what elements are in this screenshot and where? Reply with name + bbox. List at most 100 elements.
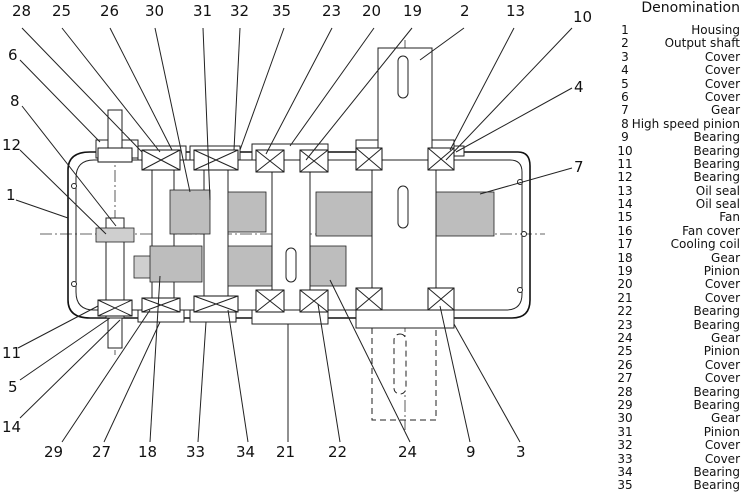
pinion-25 [149,245,203,283]
legend-item-name: Cover [704,49,740,64]
gear-30 [169,189,211,235]
legend-item-name: Gear [711,411,740,426]
legend-item-number: 17 [617,237,633,252]
housing-outline [67,151,531,319]
legend-item-number: 10 [617,143,633,158]
pinion-19-shaft [271,159,311,311]
legend-item-number: 22 [617,304,633,319]
legend-item-number: 4 [621,63,629,78]
callout-1: 1 [6,186,16,204]
callout-6: 6 [8,46,18,64]
legend-item-number: 23 [617,317,633,332]
legend-item-name: Cover [704,76,740,91]
legend-item-name: Bearing [693,156,740,171]
legend-item-number: 12 [617,170,633,185]
callout-26: 26 [100,2,119,20]
legend-item: 7 Gear [616,103,740,118]
legend-item-name: Bearing [693,304,740,319]
legend-item-name: Cover [704,89,740,104]
legend-item-name: Oil seal [695,183,740,198]
callouts-left: 6 8 12 1 11 5 14 [2,46,21,436]
legend-item: 11 Bearing [616,156,740,171]
legend-item-name: Bearing [693,464,740,479]
callout-21: 21 [276,443,295,461]
legend-item: 22 Bearing [616,304,740,319]
callout-12: 12 [2,136,21,154]
legend-item-number: 21 [617,290,633,305]
callout-5: 5 [8,378,18,396]
legend-item: 23 Bearing [616,317,740,332]
legend-item-number: 27 [617,371,633,386]
legend-item-name: Housing [691,23,740,37]
legend-item-name: Cover [704,438,740,453]
legend-item-name: Gear [711,103,740,118]
leader-lines-top [21,27,573,201]
legend-item-name: Pinion [703,344,740,359]
callout-31: 31 [193,2,212,20]
callout-9: 9 [466,443,476,461]
cover-3 [355,309,455,329]
legend-item-name: Cover [704,371,740,386]
legend-item-number: 13 [617,183,633,198]
legend-item: 3 Cover [616,49,740,64]
input-shaft-top [107,109,123,151]
legend-item-number: 15 [617,210,633,225]
callouts-right: 4 7 [574,78,584,176]
callout-32: 32 [230,2,249,20]
legend-item-number: 24 [617,330,633,345]
input-shaft-bottom [107,317,123,349]
callout-20: 20 [362,2,381,20]
legend-item-name: Cover [704,451,740,466]
callout-13: 13 [506,2,525,20]
legend-item-number: 25 [617,344,633,359]
legend-item-number: 30 [617,411,633,426]
legend-item-number: 1 [621,23,629,37]
callout-7: 7 [574,158,584,176]
legend-item-number: 7 [621,103,629,118]
callout-25: 25 [52,2,71,20]
callout-35: 35 [272,2,291,20]
legend-item-number: 33 [617,451,633,466]
legend-item-number: 6 [621,89,629,104]
callout-18: 18 [138,443,157,461]
legend-item-name: Output shaft [664,36,740,51]
intermediate-shaft-1 [151,159,175,311]
callout-8: 8 [10,92,20,110]
legend-item-name: Cooling coil [670,237,740,252]
legend-item-number: 32 [617,438,633,453]
callout-14: 14 [2,418,21,436]
legend-item-number: 20 [617,277,633,292]
legend-item-name: Cover [704,357,740,372]
legend-item-name: Cover [704,290,740,305]
legend-item-number: 19 [617,264,633,279]
callout-10: 10 [573,8,592,26]
legend-item-name: Bearing [693,478,740,493]
legend-item-name: Gear [711,330,740,345]
legend-item-name: Bearing [693,317,740,332]
pinion-31-shaft [203,159,229,311]
legend-item-number: 11 [617,156,633,171]
legend-item: 32 Cover [616,438,740,453]
legend-item-number: 29 [617,397,633,412]
legend-item-number: 18 [617,250,633,265]
high-speed-pinion-teeth [95,227,135,243]
legend-item-number: 3 [621,49,629,64]
legend-item: 6 Cover [616,89,740,104]
legend-item-number: 5 [621,76,629,91]
callout-27: 27 [92,443,111,461]
legend-item: 17 Cooling coil [616,237,740,252]
legend-item-name: Bearing [693,397,740,412]
legend-item: 13 Oil seal [616,183,740,198]
legend-item-name: Fan cover [682,223,740,238]
